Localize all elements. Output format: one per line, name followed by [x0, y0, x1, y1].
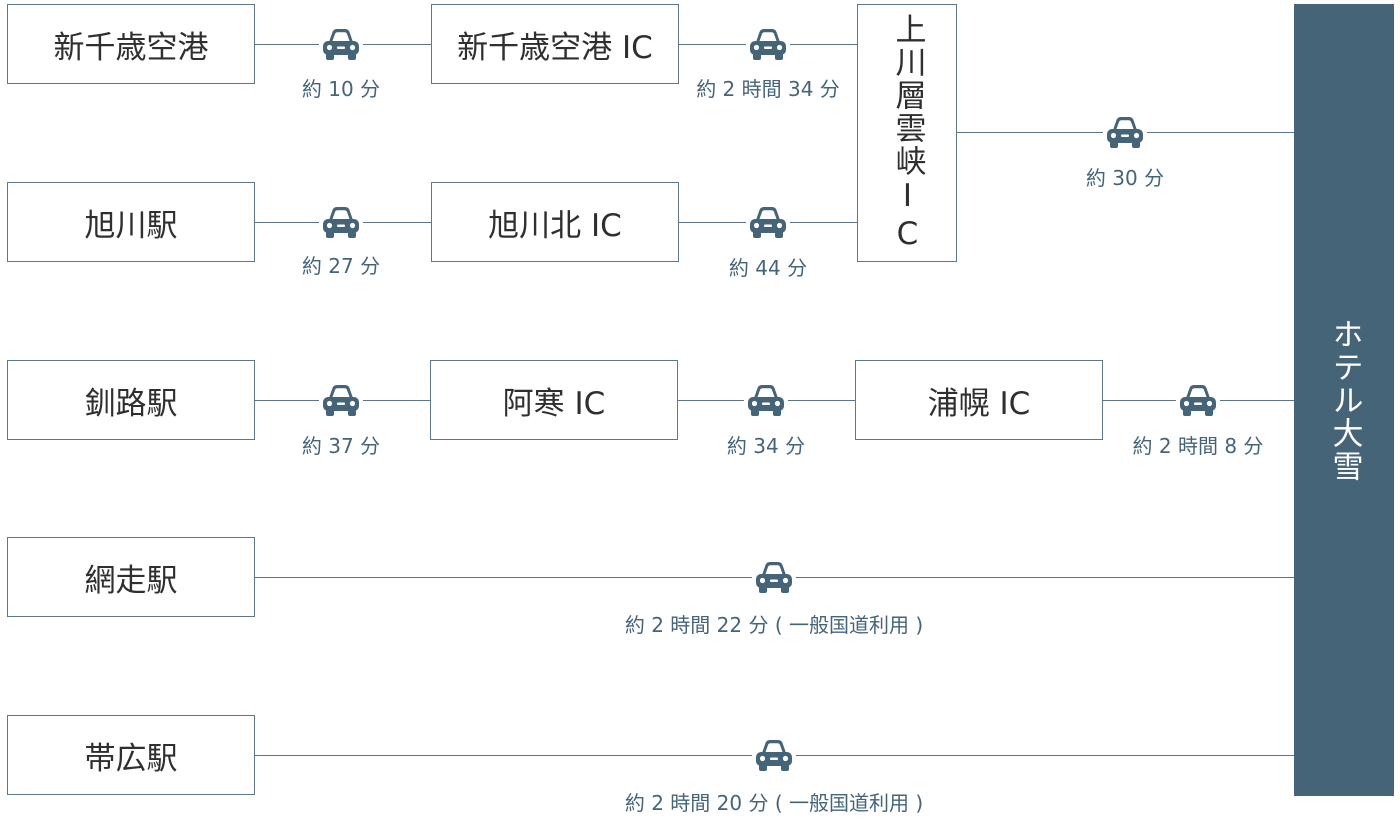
node-akan-ic: 阿寒 IC: [430, 360, 678, 440]
node-kushiro-station: 釧路駅: [7, 360, 255, 440]
travel-time-label: 約 2 時間 20 分 ( 一般国道利用 ): [624, 791, 924, 815]
travel-time-label: 約 27 分: [301, 254, 381, 278]
node-label: 旭川駅: [84, 207, 178, 244]
car-icon: [746, 202, 790, 242]
travel-time-label: 約 2 時間 34 分: [696, 77, 840, 101]
node-urahoro-ic: 浦幌 IC: [855, 360, 1103, 440]
car-icon: [1103, 112, 1147, 152]
car-icon: [1176, 380, 1220, 420]
node-asahikawa-kita-ic: 旭川北 IC: [431, 182, 679, 262]
node-abashiri-station: 網走駅: [7, 537, 255, 617]
car-icon: [744, 380, 788, 420]
node-label: 新千歳空港 IC: [457, 29, 653, 66]
car-icon: [319, 380, 363, 420]
travel-time-label: 約 2 時間 22 分 ( 一般国道利用 ): [624, 613, 924, 637]
node-label: 旭川北 IC: [488, 207, 622, 244]
node-new-chitose-airport-ic: 新千歳空港 IC: [431, 4, 679, 84]
hotel-name: ホテル大雪: [1326, 317, 1363, 483]
car-icon: [319, 24, 363, 64]
car-icon: [752, 557, 796, 597]
car-icon: [752, 735, 796, 775]
car-icon: [746, 24, 790, 64]
travel-time-label: 約 2 時間 8 分: [1132, 434, 1264, 458]
node-label: 新千歳空港: [53, 29, 209, 66]
node-kamikawa-sounkyo-ic: 上川層雲峡IC: [857, 4, 957, 262]
hotel-destination: ホテル大雪: [1294, 4, 1394, 796]
travel-time-label: 約 10 分: [301, 77, 381, 101]
node-label: 浦幌 IC: [927, 385, 1031, 422]
node-label: 上川層雲峡IC: [889, 12, 926, 254]
node-new-chitose-airport: 新千歳空港: [7, 4, 255, 84]
travel-time-label: 約 34 分: [726, 434, 806, 458]
travel-time-label: 約 30 分: [1085, 166, 1165, 190]
node-obihiro-station: 帯広駅: [7, 715, 255, 795]
travel-time-label: 約 44 分: [728, 256, 808, 280]
car-icon: [319, 202, 363, 242]
node-label: 網走駅: [84, 562, 178, 599]
node-label: 帯広駅: [84, 740, 178, 777]
node-label: 釧路駅: [84, 385, 178, 422]
travel-time-label: 約 37 分: [301, 434, 381, 458]
node-asahikawa-station: 旭川駅: [7, 182, 255, 262]
node-label: 阿寒 IC: [502, 385, 606, 422]
